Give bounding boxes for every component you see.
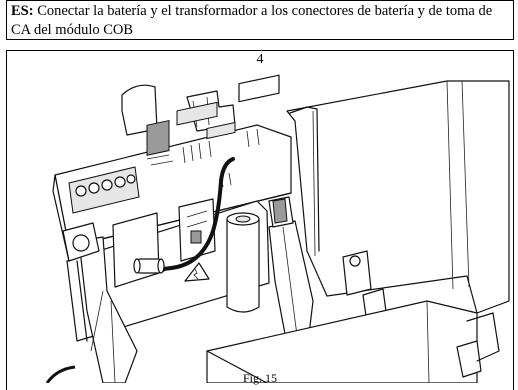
- housing-right-wall: [286, 80, 510, 314]
- figure-caption: Fig. 15: [242, 371, 277, 385]
- mounting-post: [226, 212, 260, 313]
- bottom-cable: [45, 365, 76, 383]
- step-number: 4: [256, 52, 264, 67]
- battery-compartment: [206, 300, 500, 383]
- instruction-box: ES: Conectar la batería y el transformad…: [6, 0, 514, 40]
- installation-illustration: [45, 74, 510, 383]
- figure-box: 4: [6, 50, 514, 390]
- language-code: ES:: [11, 3, 34, 19]
- battery-connector: [133, 258, 165, 274]
- manual-page: ES: Conectar la batería y el transformad…: [6, 0, 514, 390]
- side-clips: [268, 196, 388, 324]
- warning-icon: [184, 262, 210, 282]
- instruction-text: Conectar la batería y el transformador a…: [11, 3, 493, 38]
- front-bracket: [62, 222, 138, 383]
